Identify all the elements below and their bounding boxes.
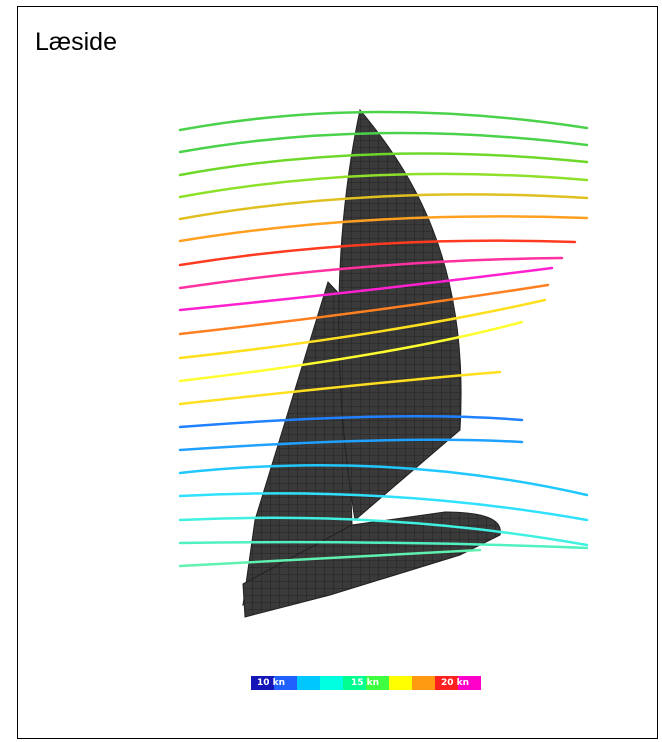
- legend-swatch: [389, 676, 412, 690]
- legend-swatch: [274, 676, 297, 690]
- streamline: [178, 283, 550, 336]
- legend-swatch: [435, 676, 458, 690]
- streamline: [178, 256, 564, 290]
- streamline: [178, 239, 577, 267]
- streamline: [178, 370, 502, 406]
- streamline: [178, 215, 589, 243]
- streamline: [178, 463, 589, 497]
- streamline: [178, 438, 524, 452]
- legend-swatch: [366, 676, 389, 690]
- streamline: [178, 516, 589, 547]
- streamline: [178, 415, 524, 429]
- streamline: [178, 266, 554, 312]
- streamline: [178, 193, 589, 221]
- legend-swatch: [251, 676, 274, 690]
- streamline: [178, 548, 482, 568]
- streamline: [178, 110, 589, 132]
- streamline: [178, 298, 547, 360]
- legend-swatch: [343, 676, 366, 690]
- streamline: [178, 320, 524, 383]
- legend-swatch: [320, 676, 343, 690]
- legend-swatch: [412, 676, 435, 690]
- legend-label-15: 15 kn: [351, 678, 380, 688]
- streamline: [178, 492, 589, 522]
- streamline: [178, 152, 589, 177]
- streamline: [178, 540, 589, 550]
- main-sail: [338, 108, 462, 521]
- streamline: [178, 131, 589, 154]
- hull: [242, 511, 501, 618]
- page-title: Læside: [35, 28, 117, 56]
- legend-swatch: [297, 676, 320, 690]
- legend-label-10: 10 kn: [257, 678, 286, 688]
- legend-label-20: 20 kn: [441, 678, 470, 688]
- speed-color-legend: 10 kn 15 kn 20 kn: [251, 676, 481, 690]
- streamline: [178, 172, 589, 199]
- legend-swatch: [458, 676, 481, 690]
- wind-streamlines: [178, 110, 589, 568]
